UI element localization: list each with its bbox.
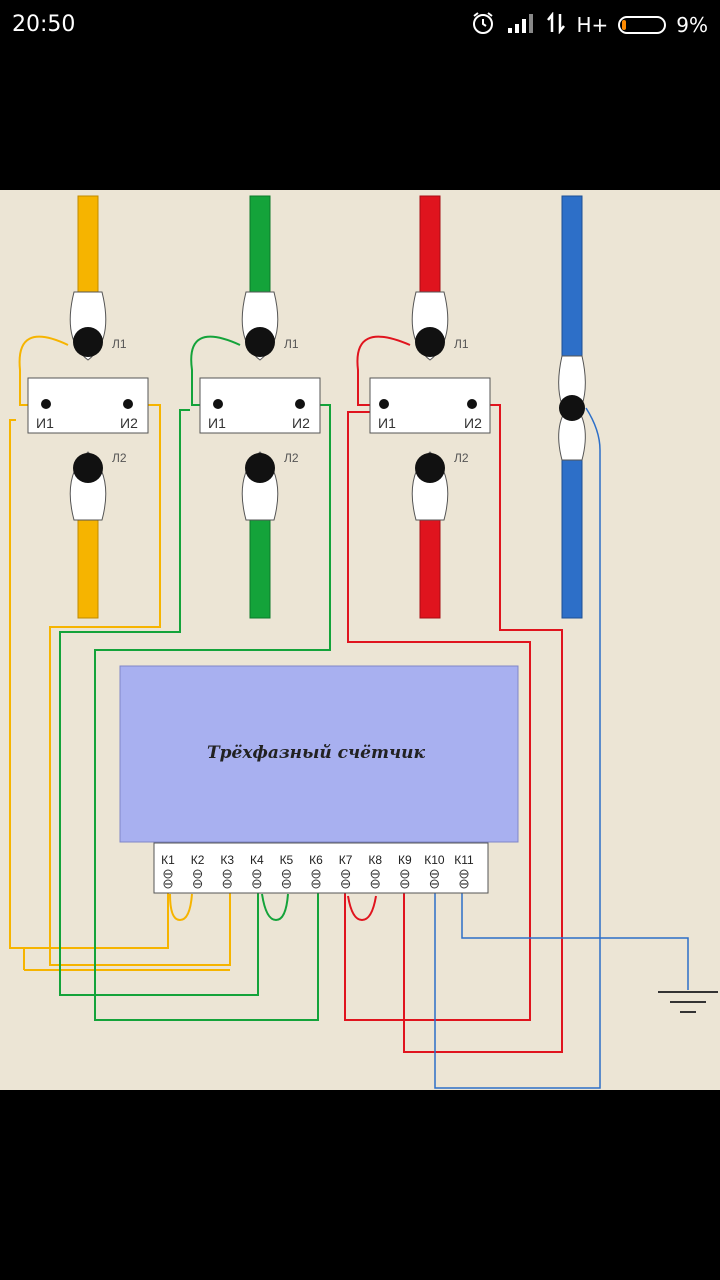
ct-c-label-l2: Л2 [454,451,469,465]
ct-a-label-i1: И1 [36,415,54,431]
status-time: 20:50 [12,12,76,37]
ct-a-label-l2: Л2 [112,451,127,465]
wiring-diagram: Л1 И1 И2 Л2 Л1 И1 И2 Л2 [9,195,718,1089]
terminal-label-1: К1 [161,853,175,867]
network-type: H+ [576,13,609,37]
phase-a-bus [77,195,99,619]
terminal-label-8: К8 [368,853,382,867]
status-icons: H+ 9% [470,10,708,40]
battery-icon [618,16,667,34]
image-viewer[interactable]: Л1 И1 И2 Л2 Л1 И1 И2 Л2 [0,190,720,1090]
meter-terminals: К1 К2 К3 К4 К5 К6 К7 К8 К9 К10 К11 [161,853,474,889]
status-bar: 20:50 H+ 9% [0,0,720,52]
three-phase-meter: Трёхфазный счётчик К1 К2 К3 К4 К5 К6 К7 К8 К9 К10… [119,665,519,894]
phase-b-wires [59,335,331,1021]
terminal-label-7: К7 [339,853,353,867]
battery-percent: 9% [676,13,708,37]
terminal-label-10: К10 [424,853,445,867]
current-transformer-a: Л1 И1 И2 Л2 [27,291,149,521]
terminal-label-3: К3 [220,853,234,867]
phase-a-wires [9,335,231,971]
current-transformer-b: Л1 И1 И2 Л2 [199,291,321,521]
terminal-label-2: К2 [191,853,205,867]
ct-a-label-l1: Л1 [112,337,127,351]
ct-a-label-i2: И2 [120,415,138,431]
signal-icon [506,12,536,39]
ct-b-label-l1: Л1 [284,337,299,351]
neutral-wires [434,407,689,1089]
ct-c-label-i2: И2 [464,415,482,431]
ground-symbol [658,991,718,1013]
terminal-label-4: К4 [250,853,264,867]
ct-c-label-l1: Л1 [454,337,469,351]
ct-b-label-i1: И1 [208,415,226,431]
terminal-label-5: К5 [280,853,294,867]
ct-c-label-i1: И1 [378,415,396,431]
ct-b-label-i2: И2 [292,415,310,431]
terminal-label-6: К6 [309,853,323,867]
current-transformer-c: Л1 И1 И2 Л2 [369,291,491,521]
alarm-icon [470,10,496,41]
terminal-label-9: К9 [398,853,412,867]
data-transfer-icon [546,10,566,39]
terminal-label-11: К11 [454,853,474,867]
ct-b-label-l2: Л2 [284,451,299,465]
phase-c-bus [419,195,441,619]
meter-title: Трёхфазный счётчик [207,743,425,763]
phase-c-wires [344,335,563,1053]
neutral-bus [558,195,586,619]
